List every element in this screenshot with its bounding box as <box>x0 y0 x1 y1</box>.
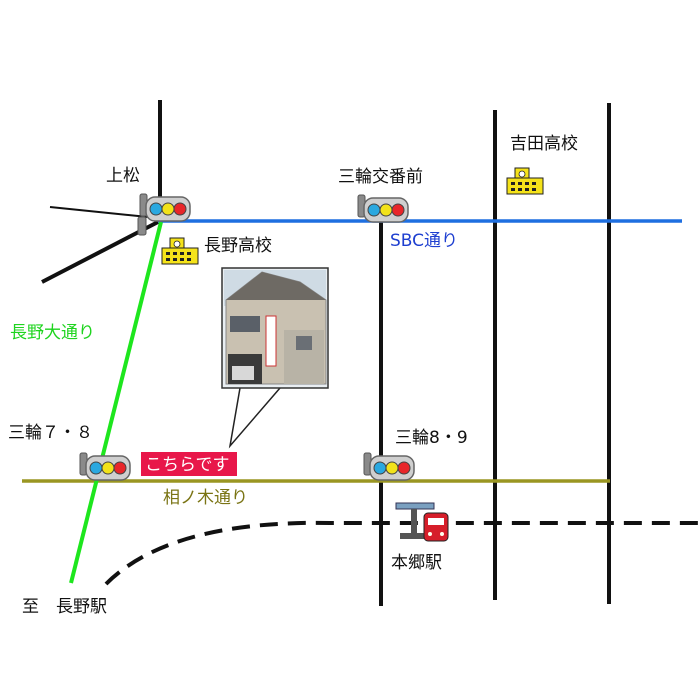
traffic-light-icon <box>137 216 147 236</box>
label-sbc-road: SBC通り <box>390 231 458 251</box>
label-miwa-89: 三輪8・9 <box>395 428 468 448</box>
label-nagano-univ-road: 長野大通り <box>10 323 95 343</box>
street-diagonal-thin <box>49 206 159 219</box>
label-ainoki-road: 相ノ木通り <box>163 488 248 508</box>
nagano-univ-road-line <box>69 221 163 584</box>
label-miwa-78: 三輪７・８ <box>8 423 93 443</box>
here-badge <box>141 452 237 476</box>
label-to-nagano-station: 至 長野駅 <box>22 597 107 617</box>
traffic-light-icon <box>79 452 131 481</box>
label-hongo-station: 本郷駅 <box>391 553 442 573</box>
traffic-light-icon <box>363 452 415 481</box>
label-miwa-koban: 三輪交番前 <box>338 167 423 187</box>
school-icon <box>161 237 199 265</box>
school-icon <box>506 167 544 195</box>
building-photo <box>221 267 329 449</box>
label-here: こちらです <box>145 455 230 475</box>
label-nagano-hs: 長野高校 <box>204 236 272 256</box>
traffic-light-icon <box>357 194 409 223</box>
label-yoshida-hs: 吉田高校 <box>510 134 578 154</box>
label-uematsu: 上松 <box>106 166 140 186</box>
train-station-icon <box>395 502 449 542</box>
traffic-light-icon <box>139 193 191 222</box>
